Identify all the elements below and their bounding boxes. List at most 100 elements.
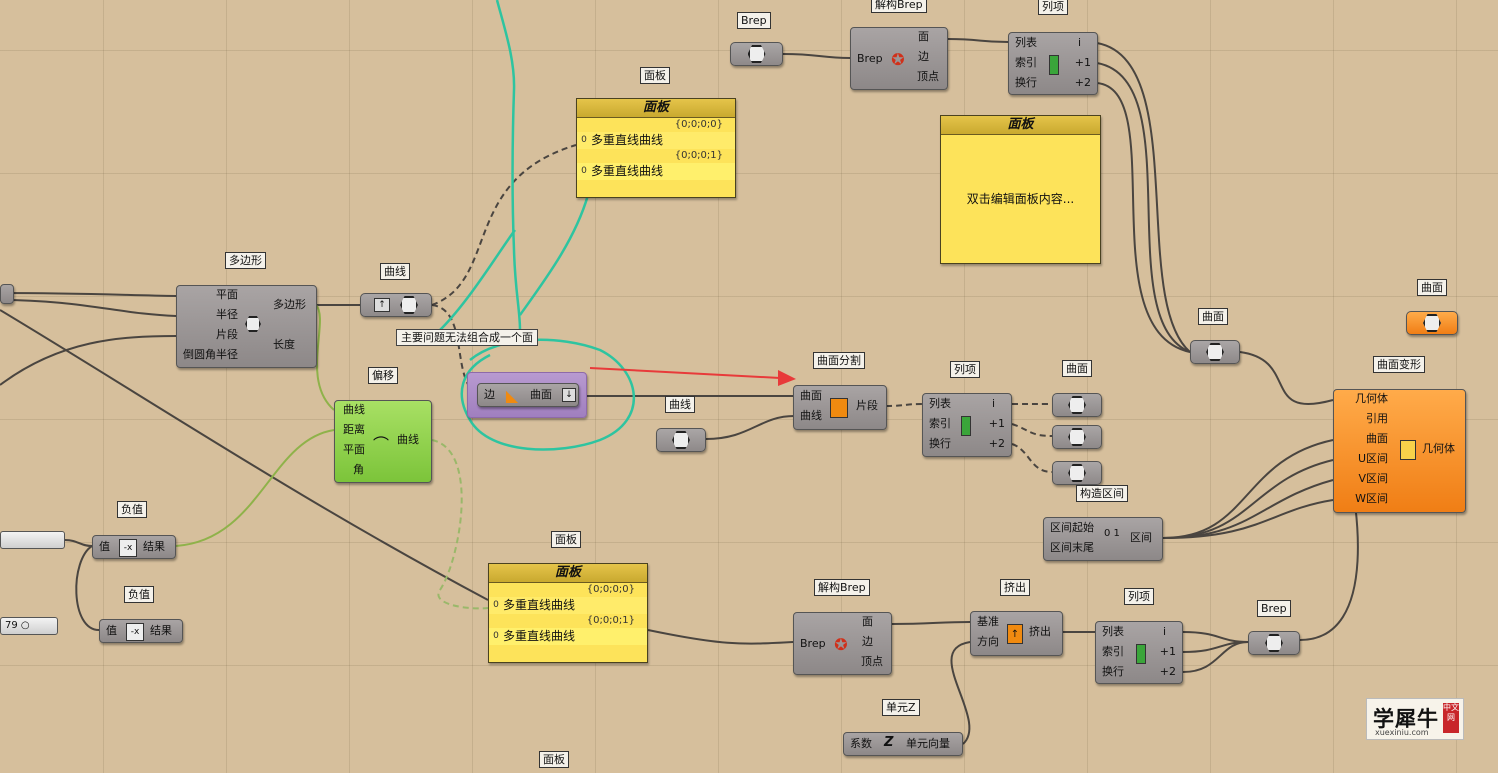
output-result[interactable]: 结果 — [150, 624, 172, 637]
list-item-mid-component[interactable]: 列表 索引 换行 i +1 +2 — [922, 393, 1012, 457]
input-u-domain[interactable]: U区间 — [1357, 452, 1388, 465]
input-wrap[interactable]: 换行 — [1102, 665, 1124, 678]
input-reference[interactable]: 引用 — [1366, 412, 1388, 425]
input-wrap[interactable]: 换行 — [1015, 76, 1037, 89]
output-faces[interactable]: 面 — [918, 30, 929, 43]
input-segments[interactable]: 片段 — [216, 328, 238, 341]
row-index: 0 — [581, 166, 587, 176]
output-plus1[interactable]: +1 — [988, 417, 1005, 430]
list-item-top-component[interactable]: 列表 索引 换行 i +1 +2 — [1008, 32, 1098, 95]
curve-param-2[interactable] — [656, 428, 706, 452]
input-value[interactable]: 值 — [99, 540, 110, 553]
boundary-surface-component[interactable]: 边 ◣ 曲面 ↓ — [477, 383, 579, 407]
input-list[interactable]: 列表 — [1015, 36, 1037, 49]
output-plus1[interactable]: +1 — [1159, 645, 1176, 658]
unit-z-component[interactable]: 系数 Z 单元向量 — [843, 732, 963, 756]
input-radius[interactable]: 半径 — [216, 308, 238, 321]
output-polygon[interactable]: 多边形 — [273, 298, 306, 311]
input-list[interactable]: 列表 — [1102, 625, 1124, 638]
input-index[interactable]: 索引 — [1102, 645, 1124, 658]
input-list[interactable]: 列表 — [929, 397, 951, 410]
output-unit-vector[interactable]: 单元向量 — [906, 737, 950, 750]
output-extrusion[interactable]: 挤出 — [1029, 625, 1051, 638]
output-vertices[interactable]: 顶点 — [861, 655, 883, 668]
output-edges[interactable]: 边 — [918, 50, 929, 63]
polygon-component[interactable]: 平面 半径 片段 倒圆角半径 多边形 长度 — [176, 285, 317, 368]
output-plus2[interactable]: +2 — [1159, 665, 1176, 678]
number-slider[interactable] — [0, 531, 65, 549]
input-domain-start[interactable]: 区间起始 — [1050, 521, 1094, 534]
list-item-bottom-component[interactable]: 列表 索引 换行 i +1 +2 — [1095, 621, 1183, 684]
surface-param-1[interactable] — [1052, 393, 1102, 417]
deconstruct-brep-bottom-component[interactable]: Brep ✪ 面 边 顶点 — [793, 612, 892, 675]
deconstruct-brep-top-component[interactable]: Brep ✪ 面 边 顶点 — [850, 27, 948, 90]
input-index[interactable]: 索引 — [929, 417, 951, 430]
input-corner[interactable]: 角 — [353, 463, 364, 476]
surface-param-3[interactable] — [1052, 461, 1102, 485]
input-fillet-radius[interactable]: 倒圆角半径 — [183, 348, 238, 361]
input-domain-end[interactable]: 区间末尾 — [1050, 541, 1094, 554]
output-length[interactable]: 长度 — [273, 338, 295, 351]
input-direction[interactable]: 方向 — [977, 635, 999, 648]
boundary-surface-selection[interactable]: 边 ◣ 曲面 ↓ — [467, 372, 587, 418]
cut-component[interactable] — [0, 284, 14, 304]
surface-param-right[interactable] — [1190, 340, 1240, 364]
panel-cut-title: 面板 — [539, 751, 569, 768]
negative-component-2[interactable]: 值 -x 结果 — [99, 619, 183, 643]
input-geometry[interactable]: 几何体 — [1355, 392, 1388, 405]
output-faces[interactable]: 面 — [862, 615, 873, 628]
output-plus2[interactable]: +2 — [1074, 76, 1091, 89]
output-fragments[interactable]: 片段 — [856, 399, 878, 412]
input-v-domain[interactable]: V区间 — [1358, 472, 1388, 485]
offset-component[interactable]: 曲线 距离 平面 角 ⌒ 曲线 — [334, 400, 432, 483]
input-brep[interactable]: Brep — [800, 637, 826, 650]
input-brep[interactable]: Brep — [857, 52, 883, 65]
extrude-component[interactable]: 基准 方向 ↑ 挤出 — [970, 611, 1063, 656]
output-plus1[interactable]: +1 — [1074, 56, 1091, 69]
output-i[interactable]: i — [991, 397, 995, 410]
input-curve[interactable]: 曲线 — [343, 403, 365, 416]
input-base[interactable]: 基准 — [977, 615, 999, 628]
slider-value: 79 — [5, 620, 18, 631]
output-surface[interactable]: 曲面 — [530, 388, 552, 401]
output-vertices[interactable]: 顶点 — [917, 70, 939, 83]
surface-icon — [1068, 428, 1086, 446]
input-curve[interactable]: 曲线 — [800, 409, 822, 422]
surface-param-top-right[interactable] — [1406, 311, 1458, 335]
output-edges[interactable]: 边 — [862, 635, 873, 648]
surface-param-2[interactable] — [1052, 425, 1102, 449]
output-result[interactable]: 结果 — [143, 540, 165, 553]
output-i[interactable]: i — [1162, 625, 1166, 638]
surface-split-component[interactable]: 曲面 曲线 片段 — [793, 385, 887, 430]
watermark-logo: 学犀牛 xuexiniu.com 中文网 — [1366, 698, 1464, 740]
input-wrap[interactable]: 换行 — [929, 437, 951, 450]
input-plane[interactable]: 平面 — [343, 443, 365, 456]
input-plane[interactable]: 平面 — [216, 288, 238, 301]
wire-dashed — [1011, 423, 1053, 437]
input-distance[interactable]: 距离 — [343, 423, 365, 436]
output-geometry[interactable]: 几何体 — [1422, 442, 1455, 455]
curve-param[interactable]: ↑ — [360, 293, 432, 317]
input-surface[interactable]: 曲面 — [800, 389, 822, 402]
brep-param-top[interactable] — [730, 42, 783, 66]
surface-morph-component[interactable]: 几何体 引用 曲面 U区间 V区间 W区间 几何体 — [1333, 389, 1466, 513]
input-surface[interactable]: 曲面 — [1366, 432, 1388, 445]
input-w-domain[interactable]: W区间 — [1355, 492, 1388, 505]
number-slider-79[interactable]: 79 ○ — [0, 617, 58, 635]
panel-right[interactable]: 面板 双击编辑面板内容... — [940, 115, 1101, 264]
input-factor[interactable]: 系数 — [850, 737, 872, 750]
output-domain[interactable]: 区间 — [1130, 531, 1152, 544]
construct-domain-component[interactable]: 区间起始 区间末尾 0 1 区间 — [1043, 517, 1163, 561]
negative-component-1[interactable]: 值 -x 结果 — [92, 535, 176, 559]
output-i[interactable]: i — [1077, 36, 1081, 49]
output-plus2[interactable]: +2 — [988, 437, 1005, 450]
input-edges[interactable]: 边 — [484, 388, 495, 401]
output-curve[interactable]: 曲线 — [397, 433, 419, 446]
wire — [1182, 641, 1249, 673]
brep-param-bottom[interactable] — [1248, 631, 1300, 655]
input-value[interactable]: 值 — [106, 624, 117, 637]
input-index[interactable]: 索引 — [1015, 56, 1037, 69]
